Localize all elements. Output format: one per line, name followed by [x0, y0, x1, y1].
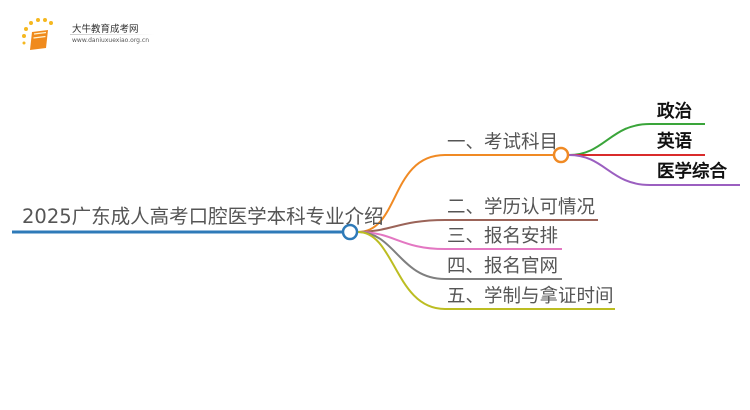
branch-connector-5	[357, 231, 615, 310]
branch-topic-2[interactable]: 二、学历认可情况	[447, 197, 596, 218]
logo-divider	[70, 34, 155, 35]
root-node-toggle[interactable]	[341, 223, 359, 241]
logo-title: 大牛教育成考网	[72, 24, 139, 35]
branch-connector-3	[357, 231, 562, 250]
branch-1-node-toggle[interactable]	[552, 146, 570, 164]
branch-connector-4	[357, 231, 562, 280]
branch-topic-5[interactable]: 五、学制与拿证时间	[447, 286, 614, 307]
logo-url: www.daniuxuexiao.org.cn	[72, 37, 149, 44]
subtopic-politics[interactable]: 政治	[657, 102, 692, 122]
branch-topic-1[interactable]: 一、考试科目	[447, 132, 559, 153]
site-logo[interactable]: 大牛教育成考网 www.daniuxuexiao.org.cn	[18, 14, 178, 54]
sub-connector-1	[568, 123, 705, 156]
subtopic-english[interactable]: 英语	[657, 132, 692, 152]
branch-connector-1	[357, 154, 553, 233]
sub-connector-3	[568, 154, 740, 186]
subtopic-medical-comprehensive[interactable]: 医学综合	[657, 162, 727, 182]
book-sun-icon	[22, 18, 53, 50]
branch-topic-3[interactable]: 三、报名安排	[447, 226, 559, 247]
branch-topic-4[interactable]: 四、报名官网	[447, 256, 559, 277]
root-topic[interactable]: 2025广东成人高考口腔医学本科专业介绍	[22, 205, 384, 228]
